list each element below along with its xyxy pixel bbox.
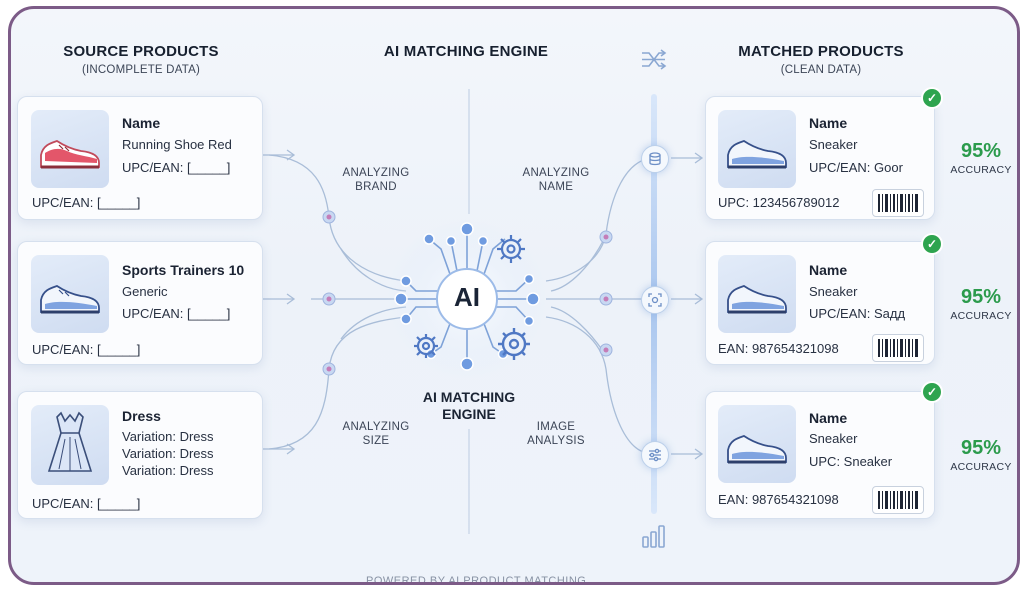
accuracy-value: 95% <box>960 140 1002 162</box>
product-name: Name <box>809 115 848 131</box>
footer-text: POWERED BY AI PRODUCT MATCHING <box>366 575 587 585</box>
accuracy-label: ACCURACY <box>950 310 1012 322</box>
sliders-icon <box>649 448 661 462</box>
product-detail: Sneaker <box>809 284 858 299</box>
diagram-frame: SOURCE PRODUCTS (INCOMPLETE DATA) AI MAT… <box>8 6 1020 585</box>
database-icon <box>649 152 661 166</box>
engine-heading: AI MATCHING ENGINE <box>383 43 549 60</box>
product-name: Name <box>809 262 848 278</box>
database-node <box>641 145 669 173</box>
bar-chart-icon <box>642 525 665 548</box>
accuracy-value: 95% <box>960 286 1002 308</box>
engine-caption: AI MATCHING ENGINE <box>389 389 549 423</box>
product-detail: UPC: Sneaker <box>809 454 893 469</box>
label-line: ANALYZING <box>342 167 410 179</box>
thumbnail <box>31 255 109 333</box>
source-card[interactable]: Sports Trainers 10 Generic UPC/EAN: [___… <box>17 241 263 365</box>
gear-icon <box>497 235 525 263</box>
product-detail: Running Shoe Red <box>122 137 232 152</box>
sneaker-icon <box>727 285 787 314</box>
matched-card[interactable]: Name Sneaker UPC: Sneaker EAN: 987654321… <box>705 391 935 519</box>
label-line: NAME <box>538 181 574 193</box>
check-icon: ✓ <box>923 383 941 401</box>
label-line: ANALYSIS <box>527 435 585 447</box>
product-code: EAN: 987654321098 <box>718 492 839 507</box>
sneaker-icon <box>727 435 787 464</box>
label-line: ANALYZING <box>342 421 410 433</box>
ai-core-label: AI <box>454 282 480 312</box>
gear-icon <box>414 334 438 358</box>
product-name: Name <box>809 410 848 426</box>
thumbnail <box>718 110 796 188</box>
product-code: UPC/EAN: [_____] <box>32 342 141 357</box>
label-analyzing-size: ANALYZING SIZE <box>331 420 421 448</box>
product-code: UPC: 123456789012 <box>718 195 840 210</box>
matched-subheading: (CLEAN DATA) <box>780 64 862 76</box>
ai-core <box>436 268 498 330</box>
ai-network-graph <box>387 219 547 379</box>
thumbnail <box>718 255 796 333</box>
matched-card[interactable]: Name Sneaker UPC/EAN: Goor UPC: 12345678… <box>705 96 935 220</box>
product-detail: Variation: Dress <box>122 429 214 444</box>
label-line: IMAGE <box>536 421 576 433</box>
product-detail: UPC/EAN: [_____] <box>122 306 231 321</box>
accuracy-value: 95% <box>960 437 1002 459</box>
product-code: UPC/EAN: [_____] <box>32 496 141 511</box>
shuffle-icon <box>642 49 667 70</box>
arrow-head-3 <box>286 443 296 455</box>
product-code: EAN: 987654321098 <box>718 341 839 356</box>
label-image-analysis: IMAGE ANALYSIS <box>511 420 601 448</box>
label-line: ANALYZING <box>522 167 590 179</box>
label-analyzing-name: ANALYZING NAME <box>511 166 601 194</box>
thumbnail <box>31 110 109 188</box>
product-detail: Sneaker <box>809 431 858 446</box>
engine-caption-line1: AI MATCHING <box>422 389 516 405</box>
product-detail: UPC/EAN: Sадд <box>809 306 906 321</box>
product-detail: UPC/EAN: Goor <box>809 160 903 175</box>
engine-caption-line2: ENGINE <box>442 406 496 422</box>
matched-heading: MATCHED PRODUCTS <box>738 43 904 60</box>
accuracy-label: ACCURACY <box>950 164 1012 176</box>
arrow-head-2 <box>286 293 296 305</box>
curve-image <box>545 316 648 454</box>
thumbnail <box>718 405 796 483</box>
sliders-node <box>641 441 669 469</box>
gear-icon <box>498 328 530 360</box>
product-name: Dress <box>122 408 161 424</box>
product-detail: Variation: Dress <box>122 446 214 461</box>
matched-card[interactable]: Name Sneaker UPC/EAN: Sадд EAN: 98765432… <box>705 241 935 365</box>
source-card[interactable]: Name Running Shoe Red UPC/EAN: [_____] U… <box>17 96 263 220</box>
connector-lines <box>263 89 704 534</box>
scan-node <box>641 286 669 314</box>
barcode-icon <box>872 486 924 514</box>
scan-icon <box>648 293 662 307</box>
product-name: Name <box>122 115 161 131</box>
source-card[interactable]: Dress Variation: Dress Variation: Dress … <box>17 391 263 519</box>
dress-icon <box>47 411 93 472</box>
sneaker-icon <box>727 140 787 169</box>
barcode-icon <box>872 189 924 217</box>
product-detail: UPC/EAN: [_____] <box>122 160 231 175</box>
source-heading: SOURCE PRODUCTS <box>63 43 219 60</box>
product-code: UPC/EAN: [_____] <box>32 195 141 210</box>
barcode-icon <box>872 334 924 362</box>
label-analyzing-brand: ANALYZING BRAND <box>331 166 421 194</box>
source-subheading: (INCOMPLETE DATA) <box>82 64 200 76</box>
junction-dots <box>322 210 613 376</box>
product-detail: Variation: Dress <box>122 463 214 478</box>
product-name: Sports Trainers 10 <box>122 262 245 278</box>
red-sneaker-icon <box>40 140 100 169</box>
label-line: SIZE <box>362 435 390 447</box>
check-icon: ✓ <box>923 89 941 107</box>
product-detail: Sneaker <box>809 137 858 152</box>
check-icon: ✓ <box>923 235 941 253</box>
product-detail: Generic <box>122 284 168 299</box>
blue-sneaker-icon <box>40 285 100 314</box>
thumbnail <box>31 405 109 485</box>
label-line: BRAND <box>355 181 397 193</box>
accuracy-label: ACCURACY <box>950 461 1012 473</box>
